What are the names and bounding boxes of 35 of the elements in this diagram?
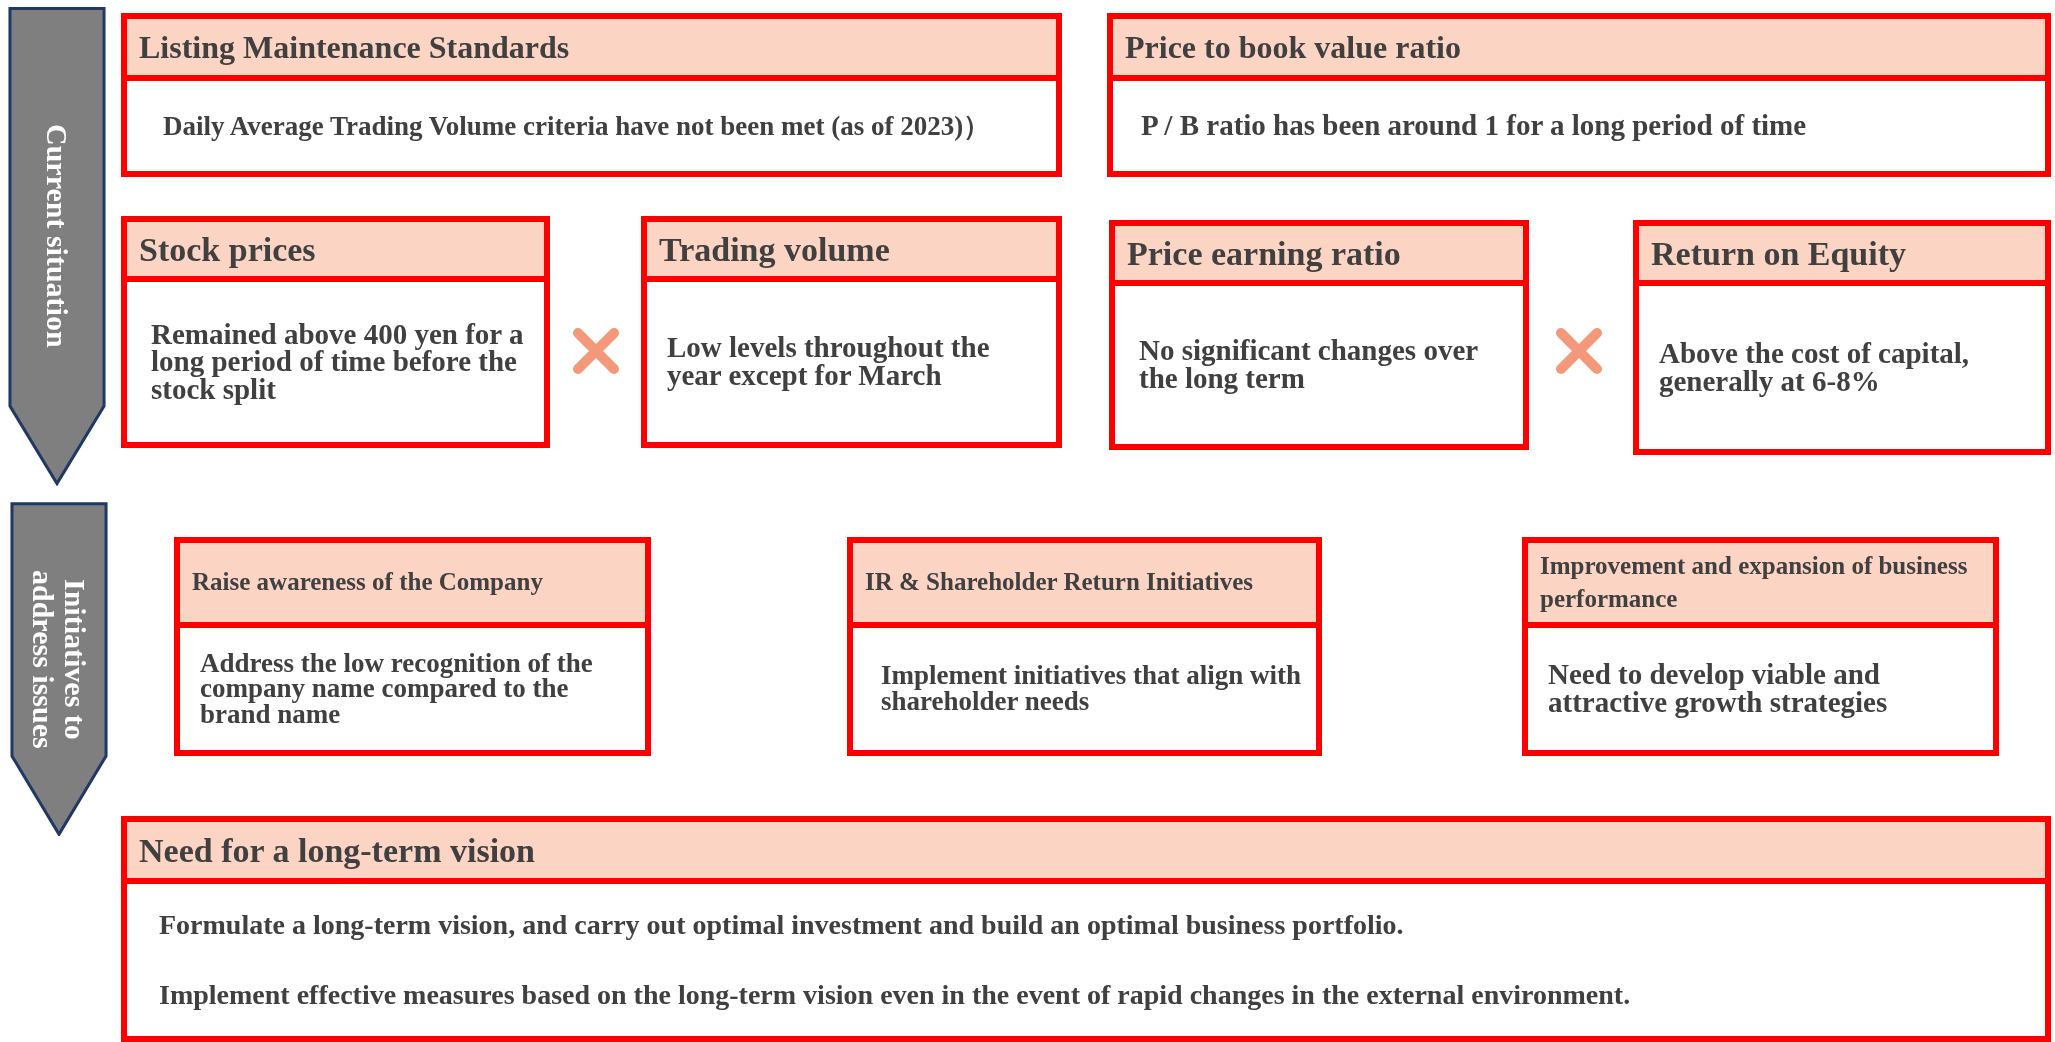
card-text: Above the cost of capital, generally at 6-8% <box>1659 339 1971 396</box>
card-text: Remained above 400 yen for a long period of time before the stock split <box>151 320 525 404</box>
card-header: Raise awareness of the Company <box>180 543 645 628</box>
card-text: Daily Average Trading Volume criteria have not been met (as of 2023)） <box>163 109 992 143</box>
card-text: No significant changes over the long term <box>1139 337 1479 393</box>
card-header: Improvement and expansion of business performance <box>1528 543 1993 628</box>
chevron-band <box>8 6 106 486</box>
card-header: Trading volume <box>647 222 1056 282</box>
band-label: Current situation <box>41 123 73 350</box>
card-text: Address the low recognition of the company name compared to the brand name <box>200 650 594 728</box>
chevron-band <box>10 502 108 836</box>
info-card <box>121 816 2051 1042</box>
card-header: Return on Equity <box>1639 226 2045 286</box>
info-card <box>121 216 550 448</box>
card-text: Need to develop viable and attractive growth strategies <box>1548 661 1889 717</box>
info-card <box>121 13 1062 177</box>
card-header: Price earning ratio <box>1115 226 1523 286</box>
info-card <box>1109 220 1529 450</box>
card-header: IR & Shareholder Return Initiatives <box>853 543 1316 628</box>
card-header: Need for a long-term vision <box>127 822 2045 884</box>
info-card <box>174 537 651 756</box>
info-card <box>847 537 1322 756</box>
info-card <box>1633 220 2051 455</box>
info-card <box>1107 13 2051 177</box>
card-text: P / B ratio has been around 1 for a long period of time <box>1141 108 1808 144</box>
card-text: Low levels throughout the year except for March <box>667 334 991 390</box>
card-text: Implement initiatives that align with shareholder needs <box>881 663 1302 715</box>
card-text: Implement effective measures based on the long-term vision even in the event of rapid changes in the external environment. <box>159 978 1632 1012</box>
card-text: Formulate a long-term vision, and carry out optimal investment and build an optimal business portfolio. <box>159 908 1405 942</box>
info-card <box>1522 537 1999 756</box>
card-header: Price to book value ratio <box>1113 19 2045 81</box>
band-label: Initiatives to address issues <box>27 568 91 751</box>
card-header: Stock prices <box>127 222 544 282</box>
card-header: Listing Maintenance Standards <box>127 19 1056 81</box>
info-card <box>641 216 1062 448</box>
